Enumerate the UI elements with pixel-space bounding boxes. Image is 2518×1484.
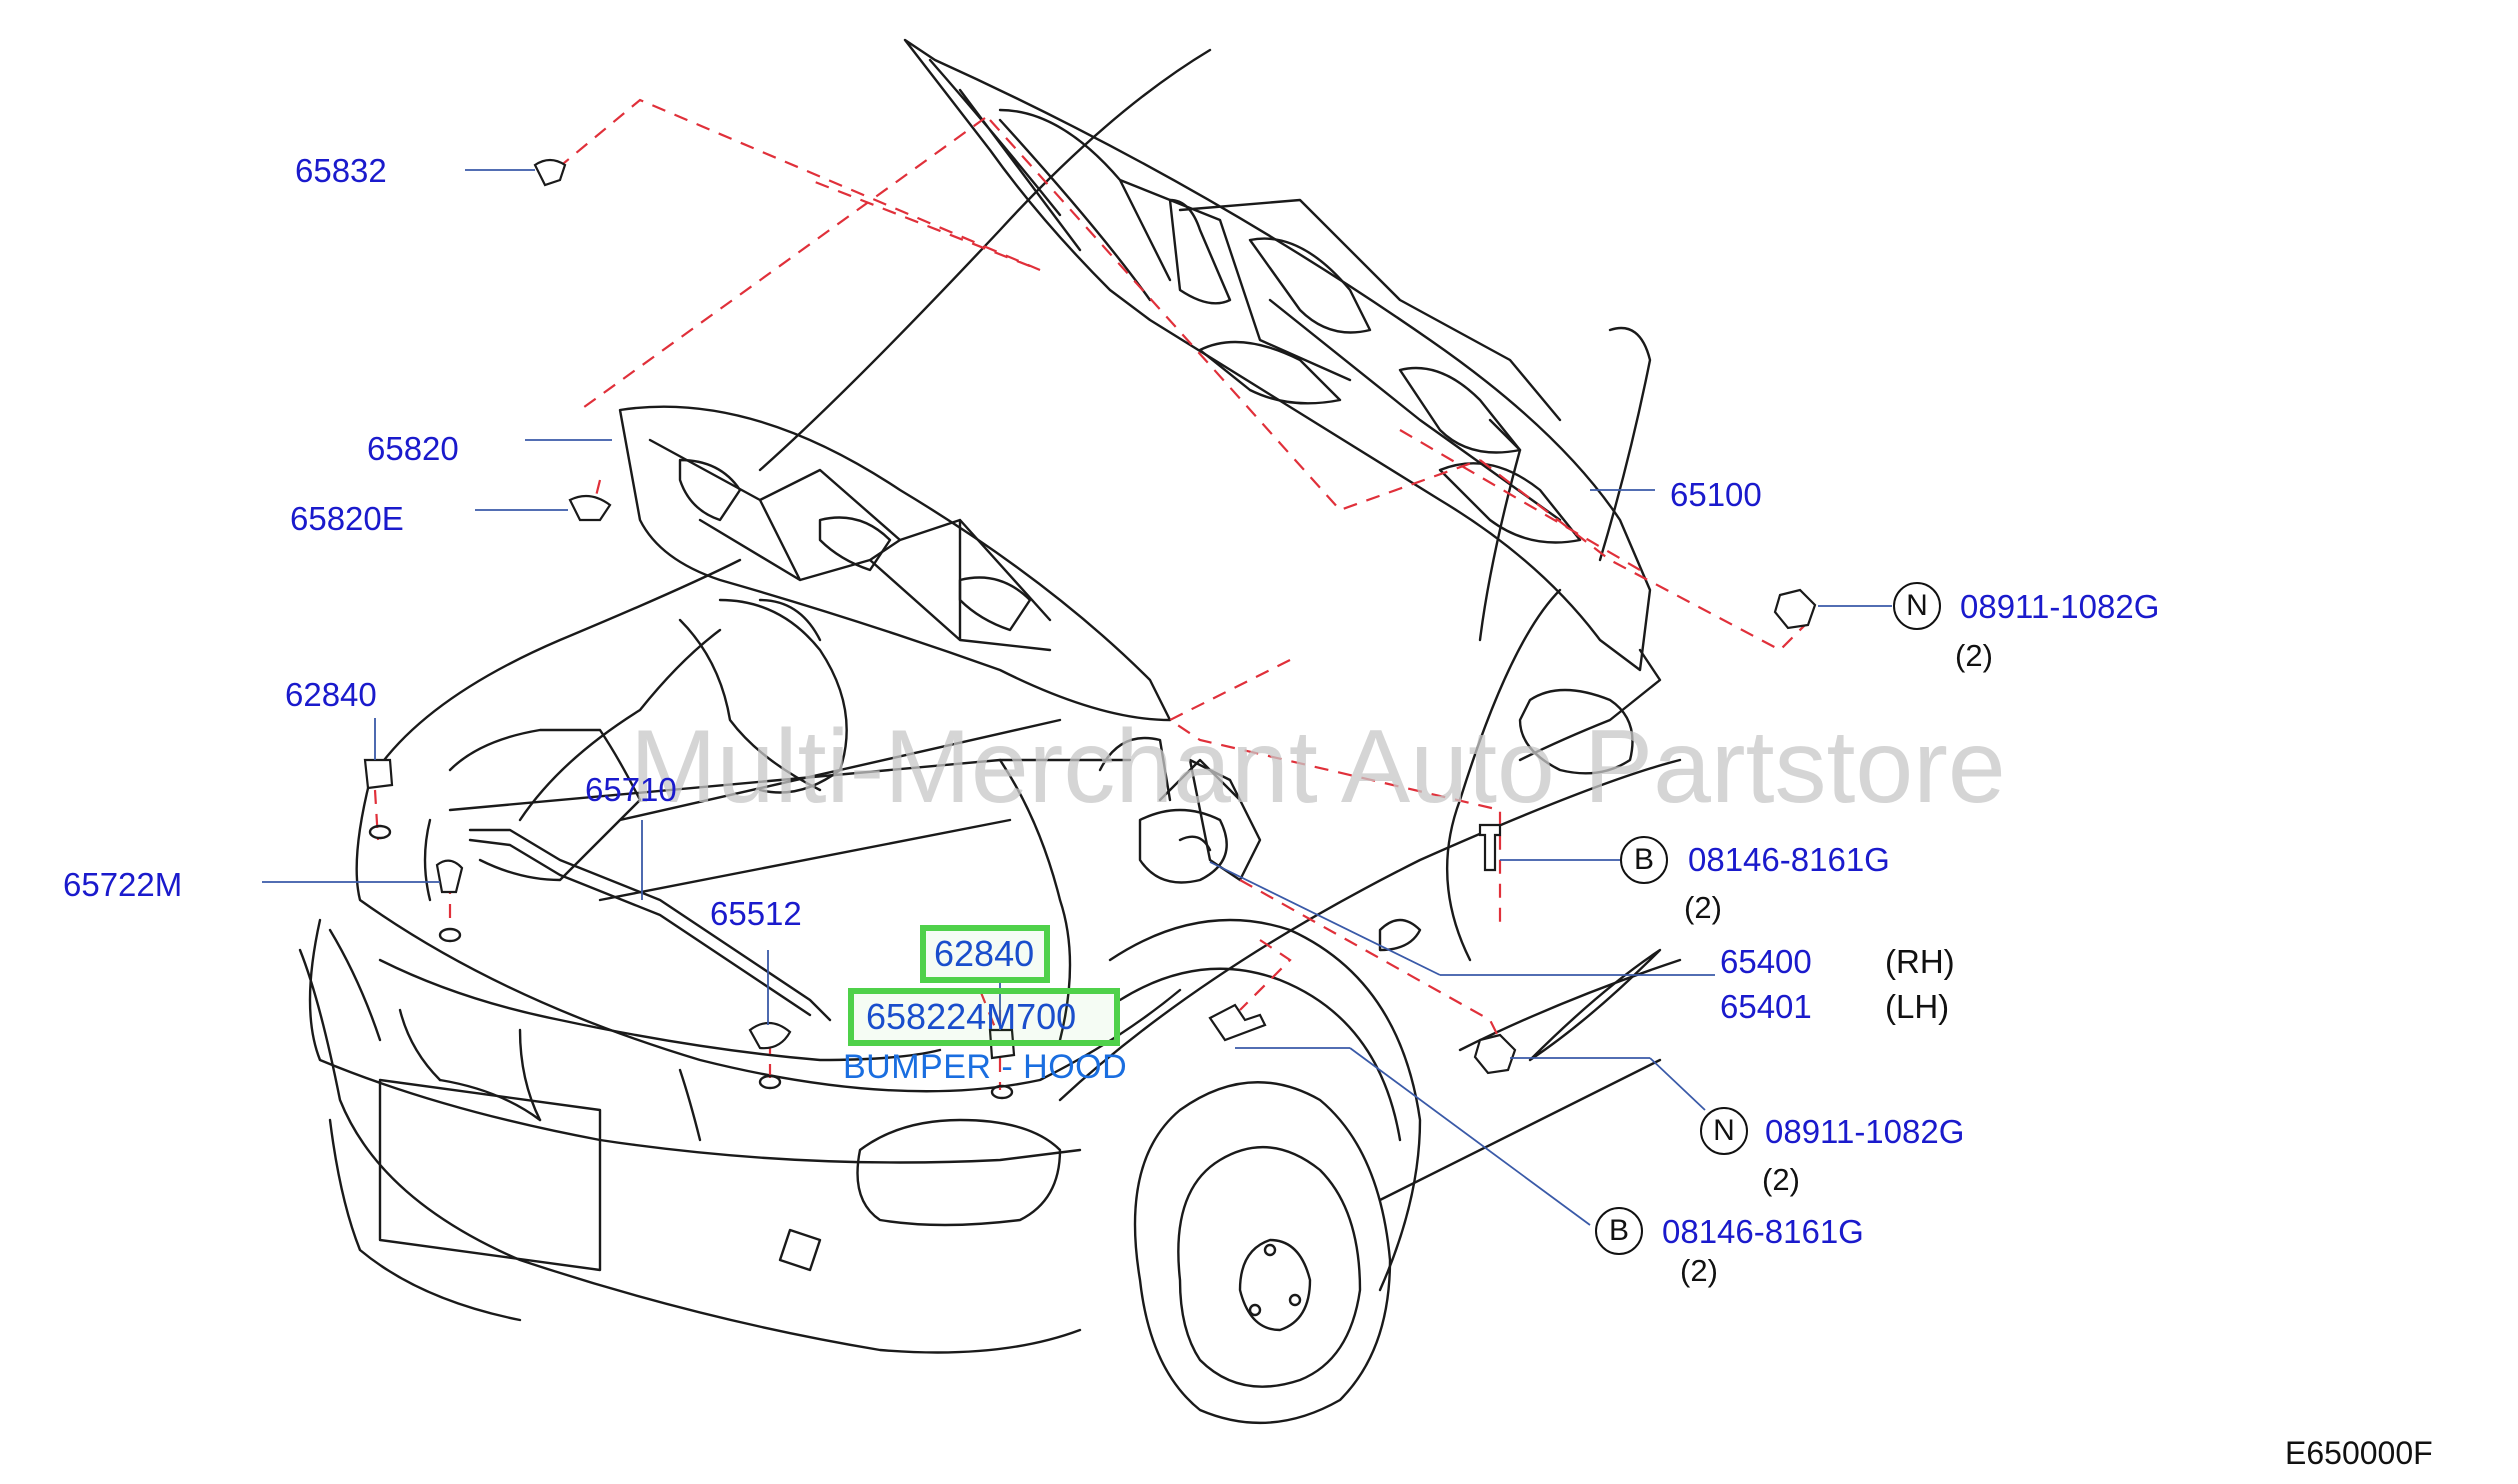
bolt-symbol-upper: B [1620, 836, 1668, 884]
part-label-65820[interactable]: 65820 [367, 430, 459, 467]
highlight-box-658224m700 [848, 988, 1120, 1046]
part-label-65832[interactable]: 65832 [295, 152, 387, 189]
part-label-65722m[interactable]: 65722M [63, 866, 183, 903]
hood-panel [903, 38, 1652, 672]
highlight-box-62840 [920, 925, 1050, 983]
part-label-65401[interactable]: 65401 [1720, 988, 1812, 1025]
part-label-658224m700[interactable]: 658224M700 [866, 996, 1077, 1037]
qty-nut-upper: (2) [1955, 638, 1993, 673]
qty-bolt-lower: (2) [1680, 1253, 1718, 1288]
part-label-nut-lower[interactable]: 08911-1082G [1765, 1113, 1965, 1150]
part-label-62840-highlighted[interactable]: 62840 [934, 933, 1035, 974]
side-label-rh: (RH) [1885, 943, 1955, 980]
qty-bolt-upper: (2) [1684, 890, 1722, 925]
hood-insulator [618, 405, 1172, 722]
nut-symbol-upper: N [1893, 582, 1941, 630]
bolt-symbol-lower: B [1595, 1207, 1643, 1255]
part-label-bolt-lower[interactable]: 08146-8161G [1662, 1213, 1864, 1250]
diagram-code: E650000F [2285, 1435, 2433, 1471]
part-label-nut-upper[interactable]: 08911-1082G [1960, 588, 2160, 625]
part-label-65400[interactable]: 65400 [1720, 943, 1812, 980]
part-label-65100[interactable]: 65100 [1670, 476, 1762, 513]
watermark: Multi-Merchant Auto Partstore [630, 709, 2006, 825]
part-label-bolt-upper[interactable]: 08146-8161G [1688, 841, 1890, 878]
part-label-65820e[interactable]: 65820E [290, 500, 404, 537]
part-label-62840-left[interactable]: 62840 [285, 676, 377, 713]
part-label-65512[interactable]: 65512 [710, 895, 802, 932]
fastener-parts [363, 158, 1817, 1100]
qty-nut-lower: (2) [1762, 1162, 1800, 1197]
part-label-65710[interactable]: 65710 [585, 771, 677, 808]
side-label-lh: (LH) [1885, 988, 1950, 1025]
assembly-callout-lines [373, 98, 1811, 1090]
part-subtitle-bumper-hood: BUMPER - HOOD [843, 1048, 1128, 1086]
nut-symbol-lower: N [1700, 1107, 1748, 1155]
leader-lines [262, 169, 1892, 1226]
